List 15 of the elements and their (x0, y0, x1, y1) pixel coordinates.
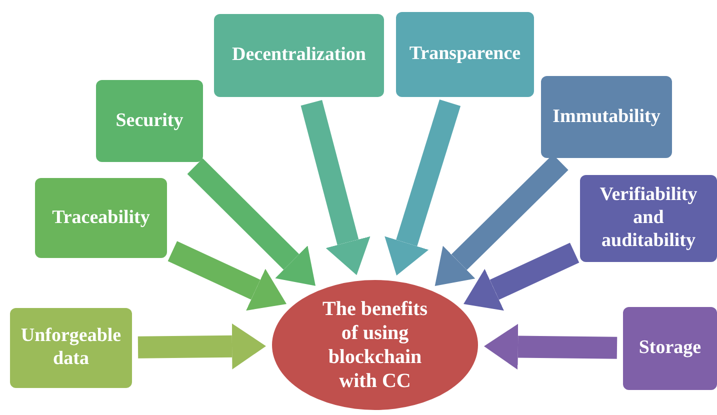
benefit-box: Transparence (396, 12, 534, 97)
benefit-box: Verifiability and auditability (580, 175, 717, 262)
block-arrow (300, 100, 370, 276)
block-arrow (384, 100, 461, 276)
block-arrow (187, 158, 316, 286)
center-ellipse: The benefits of using blockchain with CC (272, 280, 478, 410)
benefit-box: Decentralization (214, 14, 384, 97)
block-arrow (138, 323, 266, 370)
benefit-box: Traceability (35, 178, 167, 258)
block-arrow (168, 241, 287, 311)
benefit-box: Storage (623, 307, 717, 390)
benefit-box: Security (96, 80, 203, 162)
benefit-box: Unforgeable data (10, 308, 132, 388)
benefit-box: Immutability (541, 76, 672, 158)
block-arrow (484, 324, 618, 370)
